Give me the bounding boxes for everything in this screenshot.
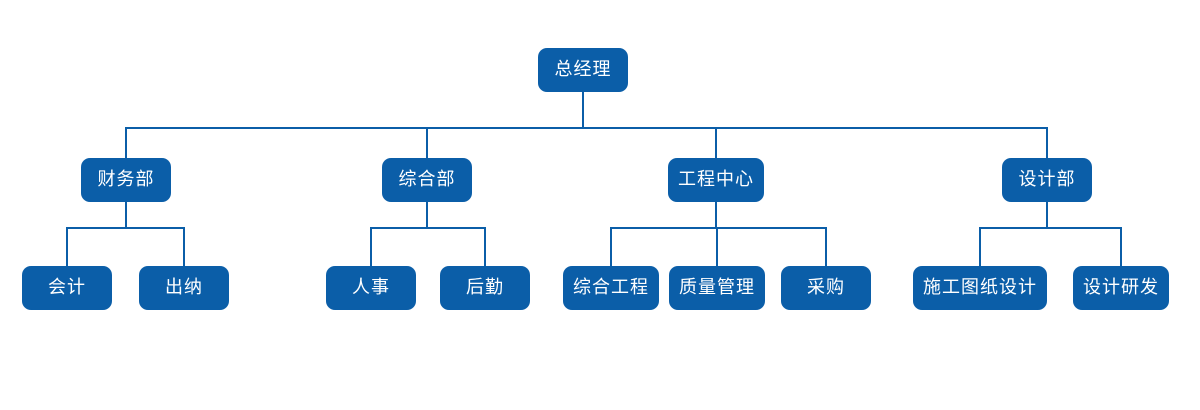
connector-line — [610, 228, 612, 266]
connector-line — [715, 128, 717, 158]
org-node-design-research: 设计研发 — [1073, 266, 1169, 310]
org-node-general-affairs-dept: 综合部 — [382, 158, 472, 202]
connector-line — [426, 202, 428, 229]
connector-line — [1046, 128, 1048, 158]
connector-line — [825, 228, 827, 266]
org-node-logistics: 后勤 — [440, 266, 530, 310]
org-node-general-engineering: 综合工程 — [563, 266, 659, 310]
org-node-construction-drawing-design: 施工图纸设计 — [913, 266, 1047, 310]
connector-line — [125, 128, 127, 158]
org-node-procurement: 采购 — [781, 266, 871, 310]
connector-line — [979, 228, 981, 266]
org-node-engineering-center: 工程中心 — [668, 158, 764, 202]
connector-line — [582, 92, 584, 129]
connector-line — [125, 202, 127, 229]
org-node-cashier: 出纳 — [139, 266, 229, 310]
connector-line — [66, 228, 68, 266]
connector-line — [66, 227, 185, 229]
org-node-human-resources: 人事 — [326, 266, 416, 310]
connector-line — [1120, 228, 1122, 266]
org-node-finance-dept: 财务部 — [81, 158, 171, 202]
org-node-accounting: 会计 — [22, 266, 112, 310]
connector-line — [370, 227, 486, 229]
connector-line — [610, 227, 827, 229]
connector-line — [183, 228, 185, 266]
org-node-general-manager: 总经理 — [538, 48, 628, 92]
connector-line — [979, 227, 1122, 229]
org-node-quality-management: 质量管理 — [669, 266, 765, 310]
connector-line — [370, 228, 372, 266]
org-node-design-dept: 设计部 — [1002, 158, 1092, 202]
connector-line — [1046, 202, 1048, 229]
connector-line — [484, 228, 486, 266]
connector-line — [716, 228, 718, 266]
connector-line — [125, 127, 1048, 129]
connector-line — [426, 128, 428, 158]
connector-line — [715, 202, 717, 229]
